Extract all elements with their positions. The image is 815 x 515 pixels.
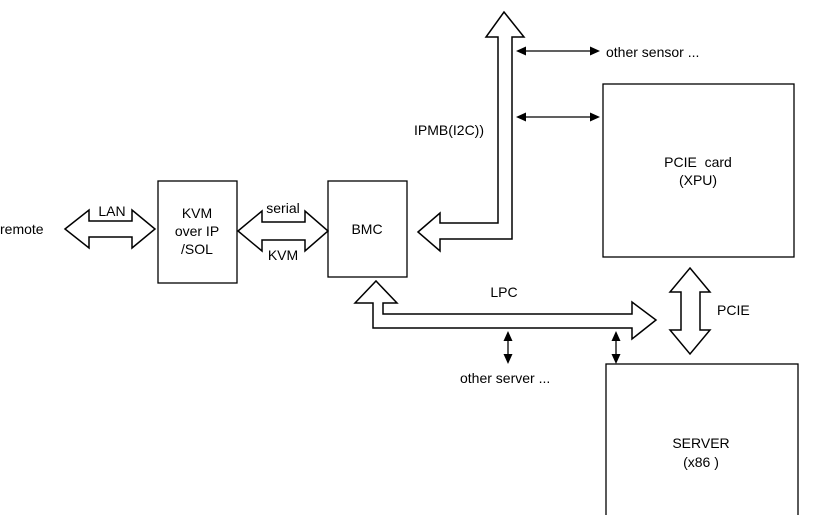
server-box [605, 363, 799, 515]
kvm-label-line-3: /SOL [181, 241, 213, 257]
server-lpc-arrow-head-up [611, 331, 621, 341]
lpc-bus-arrow [353, 279, 658, 341]
remote-label: remote [0, 221, 44, 237]
serial-kvm-double-arrow [236, 209, 330, 253]
other-sensor-arrow-head-right [590, 46, 600, 56]
ipmb-label: IPMB(I2C)) [414, 122, 484, 138]
pcie-card-label-line-1: PCIE card [664, 154, 732, 170]
kvm-box [157, 180, 238, 284]
pcie-edge-label: PCIE [717, 302, 750, 318]
other-server-arrow-head-down [503, 354, 513, 364]
pcie-double-arrow [668, 266, 712, 356]
lpc-label: LPC [490, 284, 517, 300]
kvm-label-line-2: over IP [175, 223, 219, 239]
lan-double-arrow [63, 208, 157, 250]
other-server-arrow-head-up [503, 331, 513, 341]
pcie-card-sideband-arrow-head-right [590, 112, 600, 122]
other-server-label: other server ... [460, 370, 550, 386]
server-label-line-2: (x86 ) [683, 454, 719, 470]
pcie-card-label-line-2: (XPU) [679, 172, 717, 188]
pcie-card-sideband-arrow-head-left [516, 112, 526, 122]
bmc-box [327, 180, 408, 278]
server-label-line-1: SERVER [672, 435, 729, 451]
serial-label: serial [266, 200, 299, 216]
kvm-edge-label: KVM [268, 247, 298, 263]
server-lpc-arrow-head-down [611, 354, 621, 364]
other-sensor-arrow-head-left [516, 46, 526, 56]
other-sensor-label: other sensor ... [606, 44, 699, 60]
ipmb-bus-arrow [416, 10, 526, 253]
bmc-label: BMC [351, 221, 382, 237]
kvm-label-line-1: KVM [182, 205, 212, 221]
lan-label: LAN [98, 203, 125, 219]
pcie-card-box [602, 83, 795, 258]
